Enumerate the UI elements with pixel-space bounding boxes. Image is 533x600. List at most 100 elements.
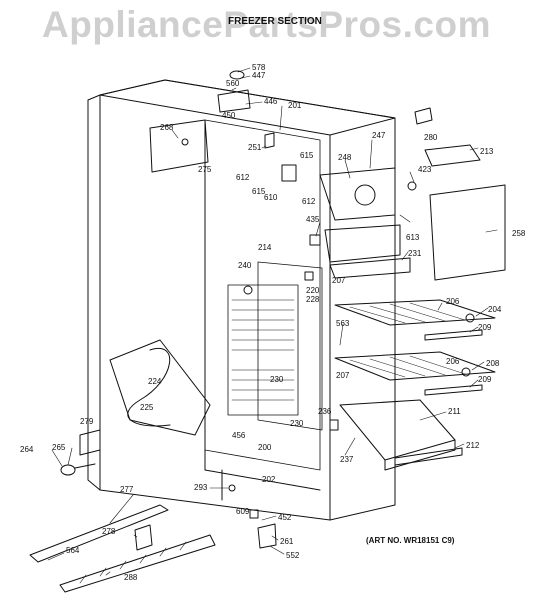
callout-206: 206 (446, 357, 460, 366)
callout-224: 224 (148, 377, 162, 386)
toe-grille-288 (59, 534, 216, 593)
evaporator-cover (257, 261, 323, 431)
callout-230: 230 (290, 419, 304, 428)
part-240 (243, 285, 253, 295)
screw-293 (228, 484, 236, 492)
callout-247: 247 (372, 131, 386, 140)
water-tube (127, 347, 171, 427)
section-title: FREEZER SECTION (228, 16, 322, 27)
part-208 (461, 367, 471, 377)
fan-shroud (319, 167, 396, 221)
callout-220: 220 (306, 286, 320, 295)
callout-456: 456 (232, 431, 246, 440)
callout-560: 560 (226, 79, 240, 88)
callout-261: 261 (280, 537, 294, 546)
callout-609: 609 (236, 507, 250, 516)
part-204 (465, 313, 475, 323)
callout-613: 613 (406, 233, 420, 242)
callout-258: 258 (512, 229, 526, 238)
callout-280: 280 (424, 133, 438, 142)
mold-shield (109, 339, 211, 436)
base-rail-277 (29, 504, 169, 563)
callout-248: 248 (338, 153, 352, 162)
callout-230: 230 (270, 375, 284, 384)
part-236 (329, 419, 339, 431)
callout-207: 207 (336, 371, 350, 380)
callout-288: 288 (124, 573, 138, 582)
callout-202: 202 (262, 475, 276, 484)
cabinet-side (87, 94, 101, 491)
callout-275: 275 (198, 165, 212, 174)
callout-615: 615 (300, 151, 314, 160)
callout-265: 265 (52, 443, 66, 452)
callout-612: 612 (302, 197, 316, 206)
part-280 (414, 107, 433, 125)
art-number: (ART NO. WR18151 C9) (366, 536, 455, 545)
bracket-278 (134, 524, 153, 551)
callout-423: 423 (418, 165, 432, 174)
callout-452: 452 (278, 513, 292, 522)
callout-278: 278 (102, 527, 116, 536)
air-duct (324, 224, 401, 263)
callout-552: 552 (286, 551, 300, 560)
callout-201: 201 (288, 101, 302, 110)
shelf-rail-lower (424, 384, 483, 396)
callout-277: 277 (120, 485, 134, 494)
part-251 (264, 132, 275, 149)
bracket-279 (79, 429, 101, 456)
drip-tray (329, 257, 411, 279)
part-610 (281, 164, 297, 182)
callout-225: 225 (140, 403, 154, 412)
panel-258 (429, 184, 506, 281)
callout-578: 578 (252, 63, 266, 72)
callout-450: 450 (222, 111, 236, 120)
hinge-268 (149, 119, 209, 173)
callout-251: 251 (248, 143, 262, 152)
callout-615: 615 (252, 187, 266, 196)
roller-265 (60, 464, 76, 476)
part-423 (407, 181, 417, 191)
evaporator-coil (227, 284, 299, 416)
bracket-261 (257, 523, 277, 549)
bin-handle (394, 447, 463, 466)
callout-240: 240 (238, 261, 252, 270)
part-435 (309, 234, 321, 246)
ice-tray (424, 144, 481, 167)
callout-207: 207 (332, 276, 346, 285)
fan-motor (354, 184, 376, 206)
callout-200: 200 (258, 443, 272, 452)
callout-212: 212 (466, 441, 480, 450)
callout-435: 435 (306, 215, 320, 224)
part-609 (249, 509, 259, 519)
callout-279: 279 (80, 417, 94, 426)
callout-264: 264 (20, 445, 34, 454)
callout-209: 209 (478, 323, 492, 332)
hinge-pin-447 (229, 70, 245, 80)
callout-446: 446 (264, 97, 278, 106)
callout-236: 236 (318, 407, 332, 416)
wire-shelf-upper (334, 299, 496, 326)
freezer-bin (339, 399, 456, 461)
callout-206: 206 (446, 297, 460, 306)
callout-214: 214 (258, 243, 272, 252)
top-hinge (217, 89, 251, 113)
callout-564: 564 (66, 546, 80, 555)
callout-268: 268 (160, 123, 174, 132)
part-220 (304, 271, 314, 281)
callout-447: 447 (252, 71, 266, 80)
callout-213: 213 (480, 147, 494, 156)
cabinet-top (99, 79, 396, 136)
callout-610: 610 (264, 193, 278, 202)
callout-237: 237 (340, 455, 354, 464)
callout-209: 209 (478, 375, 492, 384)
callout-211: 211 (448, 407, 461, 416)
watermark: AppliancePartsPros.com (42, 4, 491, 45)
cabinet-interior-back (204, 119, 321, 471)
shelf-rail-upper (424, 329, 483, 341)
callout-208: 208 (486, 359, 500, 368)
callout-612: 612 (236, 173, 250, 182)
callout-228: 228 (306, 295, 320, 304)
callout-231: 231 (408, 249, 422, 258)
